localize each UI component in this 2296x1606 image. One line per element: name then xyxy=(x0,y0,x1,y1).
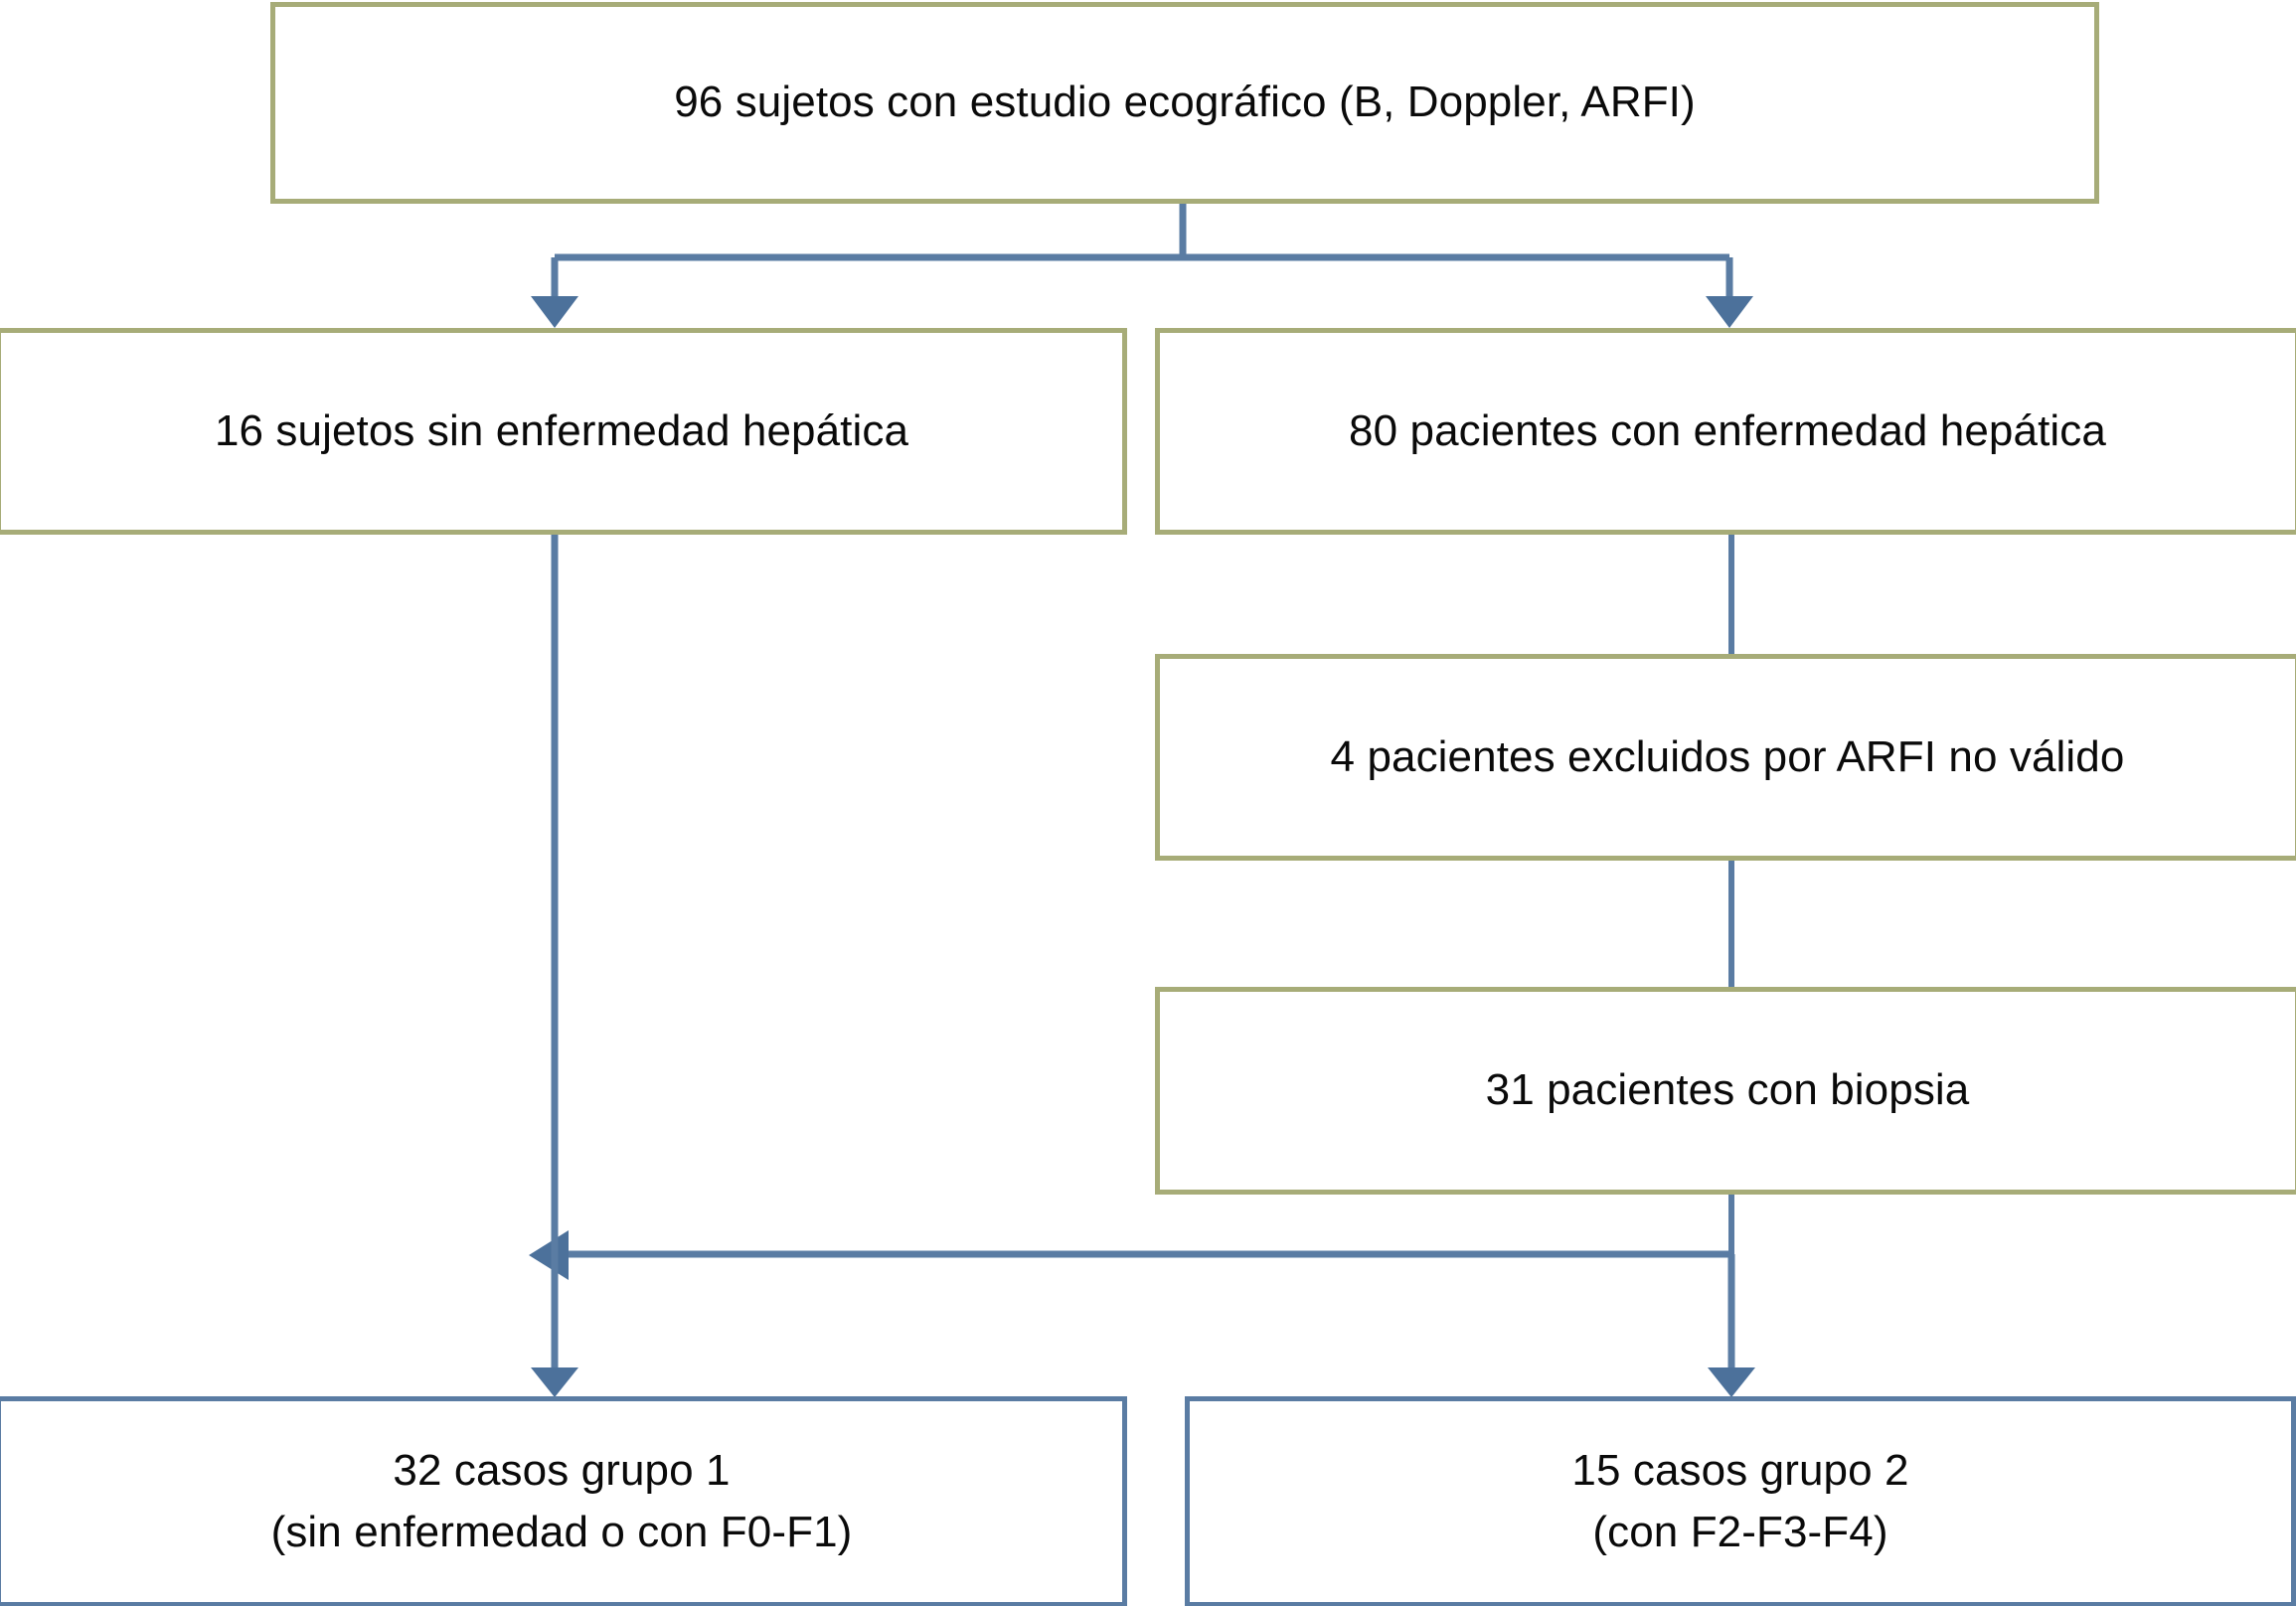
node-group-2-label: 15 casos grupo 2 (con F2-F3-F4) xyxy=(1571,1445,1909,1556)
node-group-2[interactable]: 15 casos grupo 2 (con F2-F3-F4) xyxy=(1185,1396,2296,1606)
node-no-liver-disease-label: 16 sujetos sin enfermedad hepática xyxy=(214,405,909,455)
node-excluded-invalid-arfi-label: 4 pacientes excluidos por ARFI no válido xyxy=(1330,731,2125,781)
edge-biopsy-split xyxy=(529,1195,1755,1397)
node-no-liver-disease[interactable]: 16 sujetos sin enfermedad hepática xyxy=(0,328,1127,535)
node-total-subjects[interactable]: 96 sujetos con estudio ecográfico (B, Do… xyxy=(270,2,2099,204)
edge-no-disease-to-group1 xyxy=(531,535,578,1397)
node-patients-with-biopsy[interactable]: 31 pacientes con biopsia xyxy=(1155,987,2296,1195)
node-with-liver-disease-label: 80 pacientes con enfermedad hepática xyxy=(1349,405,2106,455)
node-with-liver-disease[interactable]: 80 pacientes con enfermedad hepática xyxy=(1155,328,2296,535)
node-total-subjects-label: 96 sujetos con estudio ecográfico (B, Do… xyxy=(674,78,1696,127)
node-group-1-label: 32 casos grupo 1 (sin enfermedad o con F… xyxy=(270,1445,853,1556)
node-patients-with-biopsy-label: 31 pacientes con biopsia xyxy=(1485,1065,1970,1115)
node-excluded-invalid-arfi[interactable]: 4 pacientes excluidos por ARFI no válido xyxy=(1155,654,2296,861)
edge-total-split xyxy=(531,204,1753,328)
node-group-1[interactable]: 32 casos grupo 1 (sin enfermedad o con F… xyxy=(0,1396,1127,1606)
